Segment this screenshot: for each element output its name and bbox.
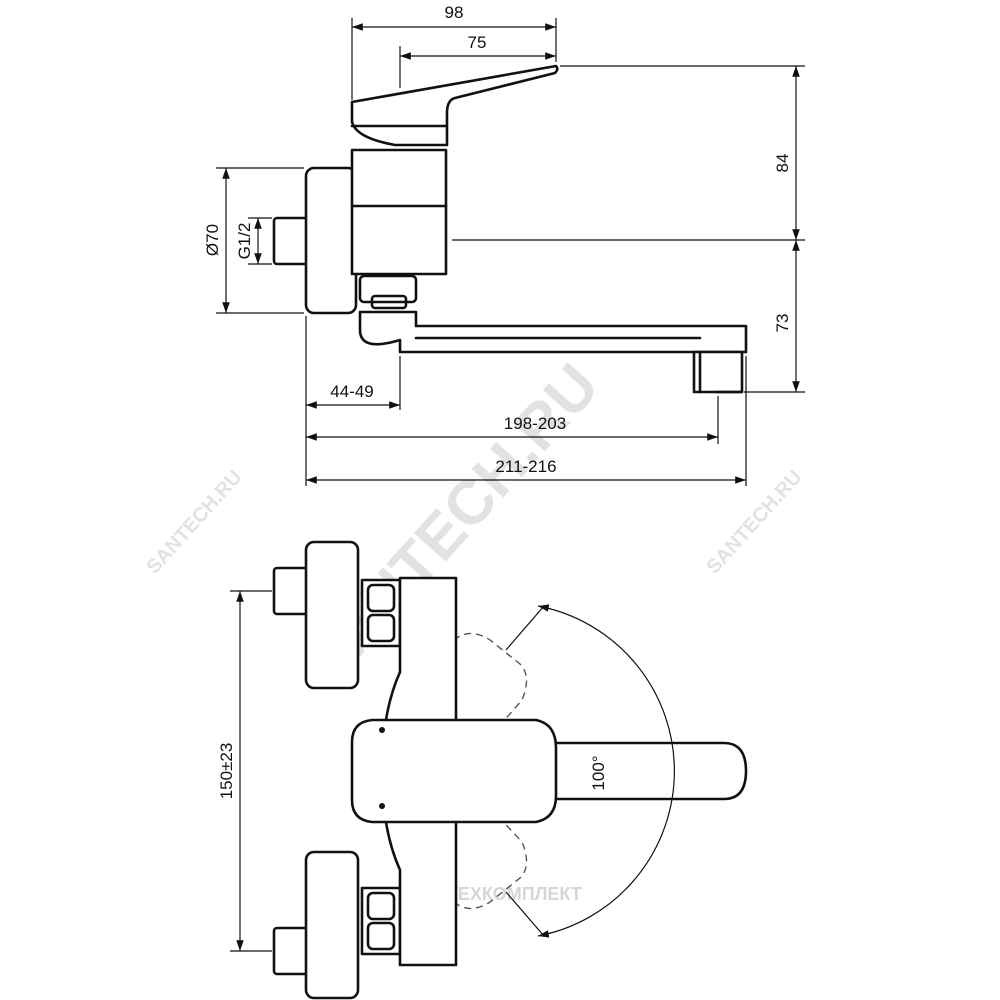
dim-75-label: 75	[468, 33, 487, 52]
dim-150-label: 150±23	[217, 743, 236, 800]
inlet-stub-lower	[272, 926, 310, 976]
lever-side	[350, 64, 559, 147]
angle-label: 100°	[589, 755, 608, 790]
dim-d70-label: Ø70	[203, 224, 222, 256]
dim-44-49-label: 44-49	[330, 382, 373, 401]
spout-top	[546, 741, 748, 801]
dim-211-216-label: 211-216	[495, 457, 556, 476]
dim-84-label: 84	[773, 154, 792, 173]
inlet-stub	[272, 216, 310, 266]
wall-flange-upper	[304, 540, 360, 690]
wall-flange	[304, 166, 358, 315]
watermark-small-left: SANTECH.RU	[142, 466, 246, 578]
rotation-arc	[537, 604, 675, 938]
mixer-body	[350, 148, 448, 276]
inlet-stub-upper	[272, 566, 310, 616]
dim-g12-label: G1/2	[235, 223, 254, 260]
lever-screw-bottom	[379, 803, 385, 809]
lever-top	[350, 718, 558, 824]
side-dimensions: 98 75 84 73 Ø70 G1/2 44-49 198-203	[203, 3, 805, 486]
top-view	[272, 540, 748, 1000]
wall-flange-lower	[304, 850, 360, 1000]
swivel-ring	[358, 274, 418, 304]
watermark-small-right: SANTECH.RU	[702, 466, 806, 578]
dim-73-label: 73	[773, 314, 792, 333]
dim-198-203-label: 198-203	[504, 414, 566, 433]
lever-screw-top	[379, 727, 385, 733]
top-dimensions: 150±23 100°	[217, 590, 675, 952]
side-view	[272, 64, 748, 394]
dim-98-label: 98	[445, 3, 464, 22]
spout-side	[358, 310, 748, 354]
